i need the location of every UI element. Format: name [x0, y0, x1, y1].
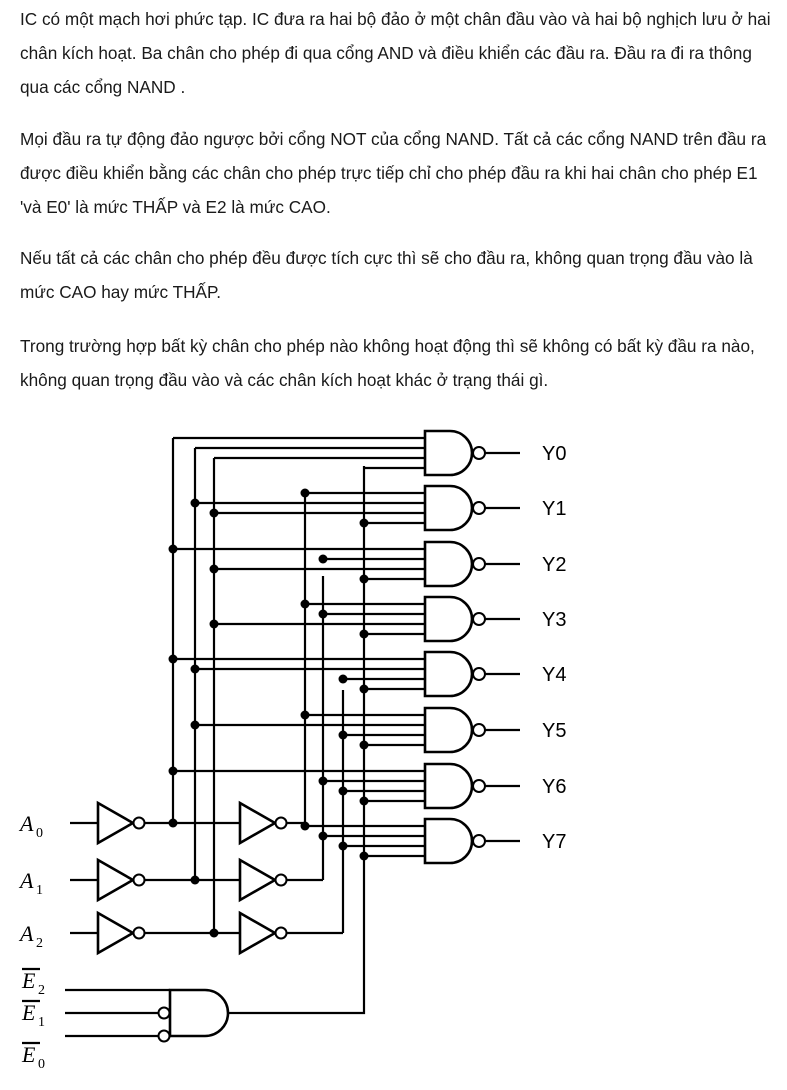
junction-dot — [338, 730, 348, 740]
junction-dot — [300, 710, 310, 720]
paragraph-2: Mọi đầu ra tự động đảo ngược bởi cổng NO… — [20, 129, 767, 217]
input-label-2: A — [18, 921, 34, 946]
enable-label-0: E — [21, 968, 36, 993]
input-inverter-1 — [96, 857, 136, 903]
junction-dot — [318, 776, 328, 786]
nand-gate-5 — [423, 706, 474, 754]
input-inverter-2 — [96, 910, 136, 956]
junction-dot — [209, 564, 219, 574]
enable-bubble-e1 — [157, 1006, 171, 1020]
second-inverter-bubble-2 — [274, 926, 288, 940]
circuit-gates — [96, 429, 486, 1043]
input-inverter-bubble-1 — [132, 873, 146, 887]
circuit-wires — [65, 436, 520, 1038]
second-inverter-0 — [238, 800, 278, 846]
second-inverter-2 — [238, 910, 278, 956]
junction-dot — [338, 841, 348, 851]
enable-subscript-2: 0 — [38, 1057, 45, 1072]
junction-dot — [359, 740, 369, 750]
nand-gate-1 — [423, 484, 474, 532]
junction-dot — [168, 544, 178, 554]
junction-dot — [300, 599, 310, 609]
paragraph-1: IC có một mạch hơi phức tạp. IC đưa ra h… — [20, 9, 771, 97]
output-label-4: Y4 — [542, 664, 566, 686]
nand-bubble-2 — [472, 557, 486, 571]
junction-dot — [359, 684, 369, 694]
nand-bubble-0 — [472, 446, 486, 460]
output-label-3: Y3 — [542, 609, 566, 631]
input-subscript-2: 2 — [36, 936, 43, 951]
enable-subscript-0: 2 — [38, 983, 45, 998]
output-label-0: Y0 — [542, 443, 566, 465]
junction-dot — [338, 674, 348, 684]
junction-dot — [209, 928, 219, 938]
circuit-junctions — [168, 488, 369, 938]
output-label-6: Y6 — [542, 776, 566, 798]
junction-dot — [318, 554, 328, 564]
enable-bubble-e0 — [157, 1029, 171, 1043]
nand-gate-0 — [423, 429, 474, 477]
output-label-5: Y5 — [542, 720, 566, 742]
second-inverter-bubble-1 — [274, 873, 288, 887]
junction-dot — [190, 720, 200, 730]
enable-label-1: E — [21, 1000, 36, 1025]
enable-label-2: E — [21, 1042, 36, 1067]
junction-dot — [168, 654, 178, 664]
input-inverter-bubble-2 — [132, 926, 146, 940]
second-inverter-1 — [238, 857, 278, 903]
input-subscript-1: 1 — [36, 883, 43, 898]
enable-and-gate — [168, 988, 230, 1038]
input-subscript-0: 0 — [36, 826, 43, 841]
nand-gate-4 — [423, 650, 474, 698]
junction-dot — [359, 796, 369, 806]
junction-dot — [359, 574, 369, 584]
junction-dot — [209, 619, 219, 629]
input-inverter-bubble-0 — [132, 816, 146, 830]
nand-bubble-6 — [472, 779, 486, 793]
junction-dot — [300, 821, 310, 831]
input-label-1: A — [18, 868, 34, 893]
junction-dot — [190, 875, 200, 885]
output-label-1: Y1 — [542, 498, 566, 520]
junction-dot — [168, 818, 178, 828]
nand-bubble-4 — [472, 667, 486, 681]
nand-bubble-1 — [472, 501, 486, 515]
output-label-2: Y2 — [542, 554, 566, 576]
junction-dot — [300, 488, 310, 498]
junction-dot — [359, 518, 369, 528]
bus-enable — [240, 466, 366, 1015]
paragraph-4: Trong trường hợp bất kỳ chân cho phép nà… — [20, 336, 755, 390]
junction-dot — [318, 831, 328, 841]
nand-gate-7 — [423, 817, 474, 865]
junction-dot — [168, 766, 178, 776]
nand-gate-3 — [423, 595, 474, 643]
nand-bubble-5 — [472, 723, 486, 737]
nand-bubble-7 — [472, 834, 486, 848]
junction-dot — [318, 609, 328, 619]
junction-dot — [209, 508, 219, 518]
junction-dot — [190, 664, 200, 674]
nand-bubble-3 — [472, 612, 486, 626]
junction-dot — [359, 629, 369, 639]
paragraph-3: Nếu tất cả các chân cho phép đều được tí… — [20, 248, 753, 302]
nand-gate-6 — [423, 762, 474, 810]
nand-gate-2 — [423, 540, 474, 588]
second-inverter-bubble-0 — [274, 816, 288, 830]
junction-dot — [190, 498, 200, 508]
input-label-0: A — [18, 811, 34, 836]
junction-dot — [359, 851, 369, 861]
enable-subscript-1: 1 — [38, 1015, 45, 1030]
input-inverter-0 — [96, 800, 136, 846]
junction-dot — [338, 786, 348, 796]
output-label-7: Y7 — [542, 831, 566, 853]
